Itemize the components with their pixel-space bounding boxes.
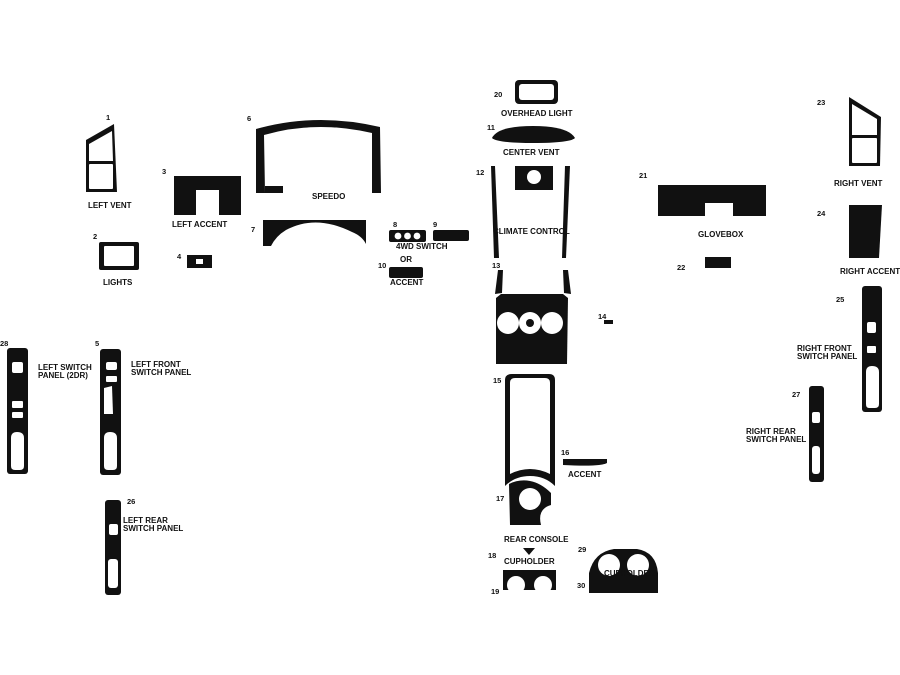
part-28-number: 28: [0, 339, 8, 348]
part-11-number: 11: [487, 123, 495, 132]
part-21-number: 21: [639, 171, 647, 180]
part-25-number: 25: [836, 295, 844, 304]
part-29-label: CUPHOLDER: [604, 569, 655, 578]
part-8-number: 8: [393, 220, 397, 229]
part-19-number: 19: [491, 587, 499, 596]
part-24-label: RIGHT ACCENT: [840, 267, 900, 276]
part-26-left-rear-switch-panel: [105, 500, 121, 595]
part-6-label: SPEEDO: [312, 192, 345, 201]
part-11-label: CENTER VENT: [503, 148, 560, 157]
part-26-number: 26: [127, 497, 135, 506]
part-11-center-vent: [492, 126, 575, 143]
part-7-number: 7: [251, 225, 255, 234]
part-23-label: RIGHT VENT: [834, 179, 883, 188]
part-24-right-accent: [849, 205, 882, 258]
part-12-climate-control: [491, 166, 570, 258]
part-25-right-front-switch-panel: [862, 286, 882, 412]
part-2-label: LIGHTS: [103, 278, 133, 287]
part-10-label: ACCENT: [390, 278, 423, 287]
part-25-label-line2: SWITCH PANEL: [797, 352, 857, 361]
part-24-number: 24: [817, 209, 826, 218]
part-6-speedo-bezel: [256, 119, 381, 193]
part-21-glovebox: [658, 185, 766, 216]
part-15-number: 15: [493, 376, 501, 385]
part-22-number: 22: [677, 263, 685, 272]
part-7-lower-bezel: [263, 220, 366, 246]
part-3-number: 3: [162, 167, 166, 176]
part-12-label: CLIMATE CONTROL: [493, 227, 570, 236]
part-3-left-accent: [174, 176, 241, 215]
part-29-number: 29: [578, 545, 586, 554]
part-13-number: 13: [492, 261, 500, 270]
part-19-cupholder-ring: [503, 570, 556, 596]
part-10-or-label: OR: [400, 255, 412, 264]
part-18-cupholder-tab: [523, 548, 535, 555]
part-23-number: 23: [817, 98, 825, 107]
part-18-number: 18: [488, 551, 496, 560]
part-28-label-line2: PANEL (2DR): [38, 371, 88, 380]
part-4-trim-piece: [187, 255, 212, 268]
part-8-4wd-switch: [389, 230, 426, 242]
part-15-shifter-panel: [505, 374, 555, 486]
part-9-number: 9: [433, 220, 437, 229]
part-21-label: GLOVEBOX: [698, 230, 744, 239]
part-26-label: LEFT REAR: [123, 516, 168, 525]
part-18-label: CUPHOLDER: [504, 557, 555, 566]
part-16-label: ACCENT: [568, 470, 601, 479]
part-17-label: REAR CONSOLE: [504, 535, 569, 544]
part-5-label: LEFT FRONT: [131, 360, 181, 369]
part-28-left-switch-panel-2dr: [7, 348, 28, 474]
part-14-small-trim: [604, 320, 613, 324]
part-17-rear-console: [509, 480, 551, 525]
part-20-number: 20: [494, 90, 502, 99]
part-5-label-line2: SWITCH PANEL: [131, 368, 191, 377]
part-10-accent: [389, 267, 423, 278]
part-27-label-line2: SWITCH PANEL: [746, 435, 806, 444]
part-20-label: OVERHEAD LIGHT: [501, 109, 573, 118]
part-1-number: 1: [106, 113, 110, 122]
part-1-label: LEFT VENT: [88, 201, 132, 210]
part-30-number: 30: [577, 581, 585, 590]
part-27-right-rear-switch-panel: [809, 386, 824, 482]
part-23-right-vent: [849, 97, 881, 166]
part-6-number: 6: [247, 114, 251, 123]
part-29-30-cupholder: [589, 549, 658, 593]
part-14-number: 14: [598, 312, 607, 321]
part-5-number: 5: [95, 339, 99, 348]
part-27-label: RIGHT REAR: [746, 427, 796, 436]
part-12-number: 12: [476, 168, 484, 177]
part-2-lights: [99, 242, 139, 270]
part-17-number: 17: [496, 494, 504, 503]
part-1-left-vent: [86, 124, 117, 192]
part-22-glovebox-trim: [705, 257, 731, 268]
part-13-center-stack: [495, 270, 571, 364]
part-8-label: 4WD SWITCH: [396, 242, 448, 251]
part-26-label-line2: SWITCH PANEL: [123, 524, 183, 533]
part-16-number: 16: [561, 448, 569, 457]
part-28-label: LEFT SWITCH: [38, 363, 92, 372]
part-4-number: 4: [177, 252, 182, 261]
part-20-overhead-light: [515, 80, 558, 104]
part-5-left-front-switch-panel: [100, 349, 121, 475]
part-3-label: LEFT ACCENT: [172, 220, 227, 229]
part-25-label: RIGHT FRONT: [797, 344, 852, 353]
part-9-accent-strip: [433, 230, 469, 241]
part-16-accent: [563, 459, 607, 466]
part-2-number: 2: [93, 232, 97, 241]
part-10-number: 10: [378, 261, 386, 270]
part-27-number: 27: [792, 390, 800, 399]
